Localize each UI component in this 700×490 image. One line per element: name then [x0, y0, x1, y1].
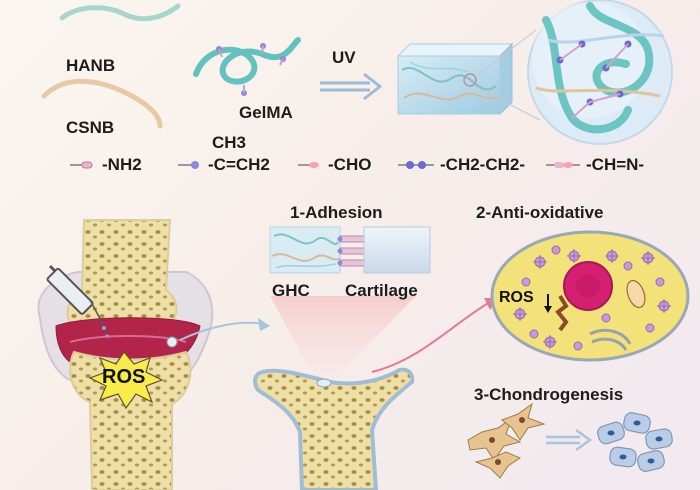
csnb-label: CSNB [66, 118, 115, 137]
legend-amine: -NH2 [70, 155, 142, 175]
methacrylate-icon [178, 161, 199, 169]
chondrogenesis-title: 3-Chondrogenesis [474, 385, 624, 404]
ros-burst-icon [88, 350, 164, 410]
syringe-icon [46, 264, 109, 338]
legend-imine: -CH=N- [546, 155, 644, 175]
legend-methacrylate-top: CH3 [212, 133, 247, 152]
amine-icon [70, 161, 93, 169]
legend-methacrylate: CH3 -C=CH2 [178, 133, 270, 175]
antioxidative-title: 2-Anti-oxidative [476, 203, 604, 222]
magnification-beam-icon [270, 296, 416, 384]
legend-ethylene-label: -CH2-CH2- [440, 155, 525, 174]
differentiation-arrow-icon [546, 428, 593, 452]
ghc-label: GHC [272, 281, 310, 300]
legend-aldehyde: -CHO [298, 155, 371, 175]
aldehyde-icon [298, 162, 319, 168]
csnb-strand [41, 78, 163, 129]
adhesion-title: 1-Adhesion [290, 203, 383, 222]
joint-ros-label: ROS [102, 366, 146, 388]
cell-icon [490, 230, 690, 362]
hydrogel-block-icon [396, 29, 541, 121]
cartilage-label: Cartilage [345, 281, 418, 300]
uv-arrow-icon [320, 72, 382, 101]
joint-to-bone-arrow-icon [179, 318, 270, 341]
legend-amine-label: -NH2 [102, 155, 142, 174]
adhesion-panel-icon [269, 226, 431, 274]
legend-imine-label: -CH=N- [586, 155, 645, 174]
gelma-strand-icon [193, 37, 301, 96]
chondrocyte-cells-icon [597, 412, 673, 472]
gelma-label: GelMA [239, 103, 293, 122]
fibroblast-cells-icon [467, 402, 546, 479]
bone-cross-section-icon [253, 367, 415, 490]
legend-aldehyde-label: -CHO [328, 155, 372, 174]
uv-label: UV [332, 48, 356, 67]
chondrocyte-nuclei [607, 420, 663, 464]
cell-ros-label: ROS [499, 289, 534, 306]
imine-bond-icon [546, 162, 580, 168]
ethylene-bond-icon [398, 161, 434, 169]
network-zoom-icon [527, 0, 673, 145]
hanb-label: HANB [66, 56, 116, 75]
hanb-strand [59, 3, 181, 22]
legend-methacrylate-label: CH3 -C=CH2 [208, 133, 270, 174]
legend-ethylene: -CH2-CH2- [398, 155, 525, 175]
